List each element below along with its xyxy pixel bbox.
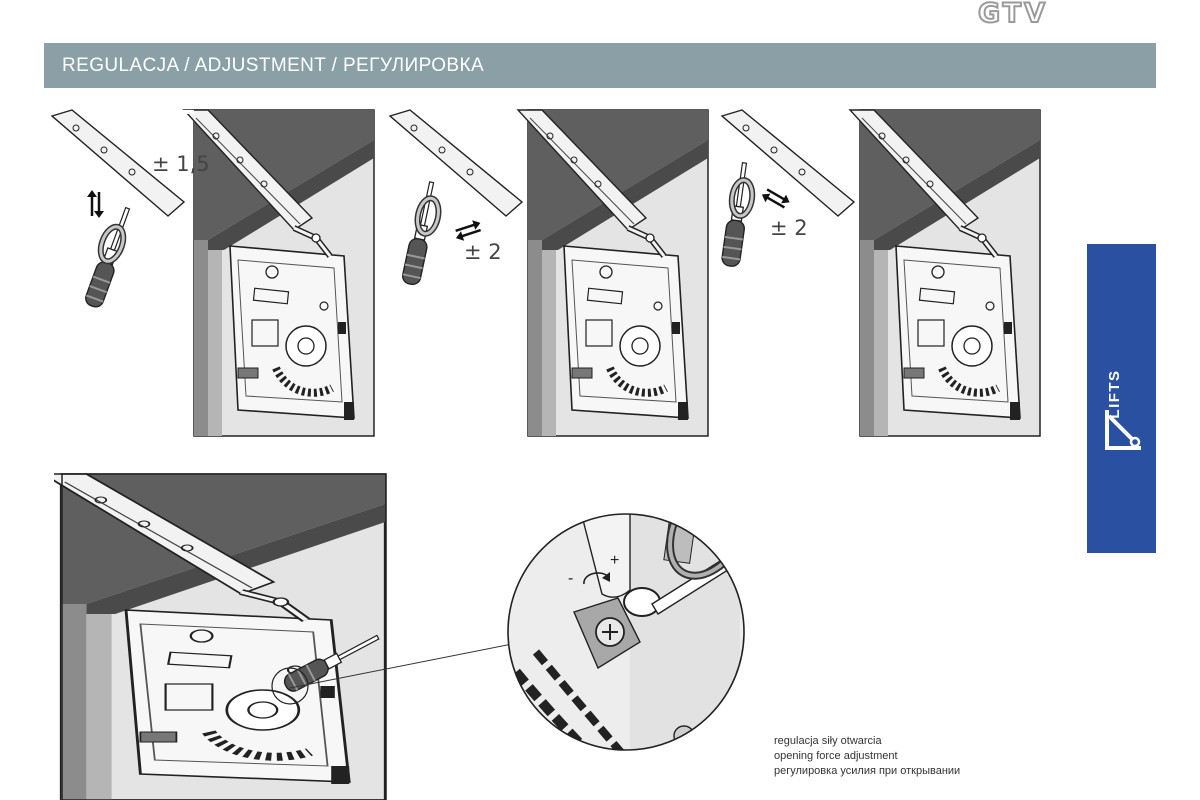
step-2-illustration bbox=[384, 106, 714, 438]
force-adjustment-caption: regulacja siły otwarcia opening force ad… bbox=[774, 734, 1034, 779]
lift-mechanism-icon bbox=[1105, 410, 1141, 450]
force-adjustment-detail-magnifier: - + bbox=[506, 472, 746, 792]
section-title: REGULACJA / ADJUSTMENT / РЕГУЛИРОВКА bbox=[62, 55, 485, 76]
brand-logo: GTV bbox=[977, 0, 1049, 29]
decrease-force-mark: - bbox=[568, 570, 574, 587]
force-adjustment-illustration bbox=[54, 472, 394, 800]
step-2-tolerance: ± 2 bbox=[464, 240, 502, 264]
lifts-category-tab[interactable]: LIFTS bbox=[1087, 244, 1156, 553]
caption-english: opening force adjustment bbox=[774, 750, 898, 762]
step-1-illustration bbox=[44, 106, 378, 438]
step-3-tolerance: ± 2 bbox=[770, 216, 808, 240]
section-header: REGULACJA / ADJUSTMENT / РЕГУЛИРОВКА bbox=[44, 43, 1156, 88]
increase-force-mark: + bbox=[610, 552, 620, 569]
caption-russian: регулировка усилия при открывании bbox=[774, 765, 961, 777]
step-1-tolerance: ± 1,5 bbox=[152, 152, 210, 176]
step-3-illustration bbox=[716, 106, 1046, 438]
caption-polish: regulacja siły otwarcia bbox=[774, 735, 882, 747]
